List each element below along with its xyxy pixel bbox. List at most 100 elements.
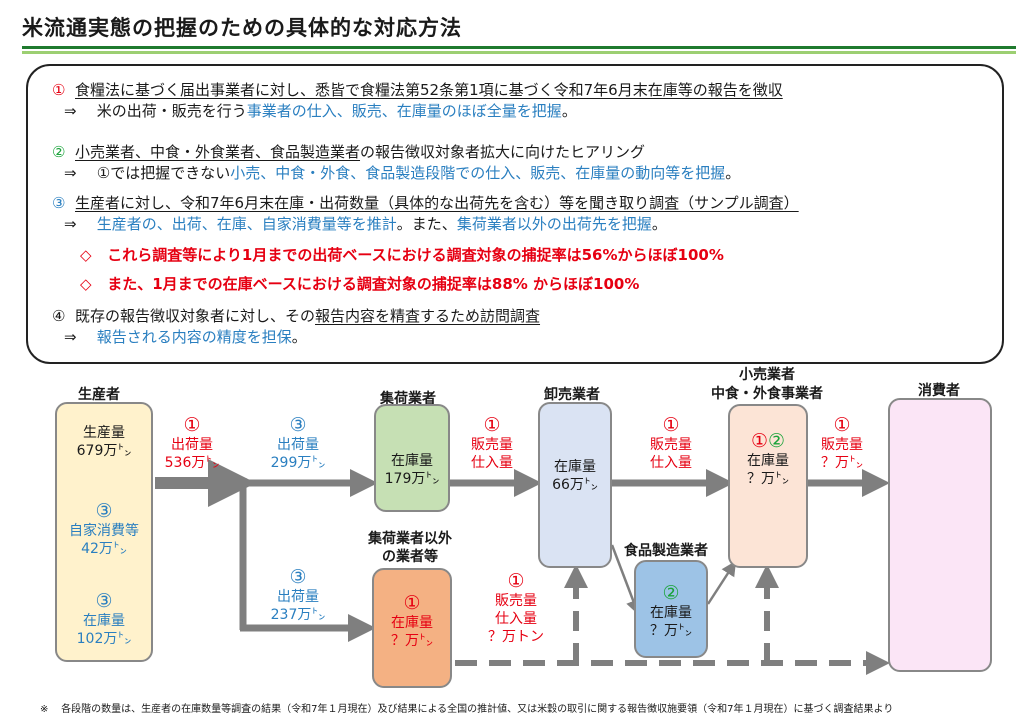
collector-box: 在庫量 179万㌧: [374, 404, 450, 512]
item-2-sub-end: 。: [725, 164, 741, 182]
other-stock-value: ？万㌧: [391, 633, 433, 649]
producer-label: 生産者: [78, 387, 120, 403]
flow-other-marker: ①: [507, 570, 525, 592]
flow-cw-label2: 仕入量: [471, 455, 513, 471]
flow-wholesale-retail: ① 販売量 仕入量: [636, 414, 706, 472]
producer-self-use: ③ 自家消費等 42万㌧: [57, 500, 151, 558]
title-rule-light: [22, 51, 1016, 54]
item-2-sub-blue: 小売、中食・外食、食品製造段階での仕入、販売、在庫量の動向等を把握: [230, 164, 726, 182]
flow-wr-label2: 仕入量: [650, 455, 692, 471]
other-stock-label: 在庫量: [391, 615, 433, 631]
retail-marker-1: ①: [750, 430, 768, 452]
flow-other: ① 販売量 仕入量 ？万トン: [476, 570, 556, 646]
diamond-icon: ◇: [80, 246, 92, 264]
collector-stock-value: 179万㌧: [384, 471, 440, 487]
flow-collector-wholesale: ① 販売量 仕入量: [458, 414, 526, 472]
food-mfr-stock-label: 在庫量: [650, 605, 692, 621]
item-3-text: 生産者に対し、令和7年6月末在庫・出荷数量（具体的な出荷先を含む）等を聞き取り調…: [75, 194, 799, 212]
other-label: 集荷業者以外 の業者等: [368, 530, 452, 566]
self-use-value: 42万㌧: [81, 541, 127, 557]
item-4-marker: ④: [52, 307, 66, 325]
measures-box: ① 食糧法に基づく届出事業者に対し、悉皆で食糧法第52条第1項に基づく令和7年6…: [26, 64, 1004, 364]
self-use-marker: ③: [95, 500, 113, 522]
retail-box: ①② 在庫量 ？万㌧: [728, 404, 808, 568]
ship-total-label: 出荷量: [171, 437, 213, 453]
wholesale-label: 卸売業者: [544, 387, 600, 403]
ship-other-value: 237万㌧: [270, 607, 326, 623]
flow-cw-label1: 販売量: [471, 437, 513, 453]
arrow-icon: ⇒: [64, 164, 77, 182]
arrow-icon: ⇒: [64, 102, 77, 120]
item-4-text-plain: 既存の報告徴収対象者に対し、その: [75, 307, 316, 325]
ship-total: ① 出荷量 536万㌧: [152, 414, 232, 472]
item-3-sub-mid: 。また、: [396, 215, 457, 233]
item-1-marker: ①: [52, 81, 66, 99]
ship-total-marker: ①: [183, 414, 201, 436]
item-2-text: 小売業者、中食・外食業者、食品製造業者: [75, 143, 361, 161]
wholesale-stock-label: 在庫量: [554, 459, 596, 475]
other-marker: ①: [403, 592, 421, 614]
retail-stock: ①② 在庫量 ？万㌧: [730, 430, 806, 488]
retail-marker-2: ②: [768, 430, 786, 452]
wholesale-stock-value: 66万㌧: [552, 477, 598, 493]
collector-stock: 在庫量 179万㌧: [376, 452, 448, 488]
highlight-1: ◇ これら調査等により1月までの出荷ベースにおける調査対象の捕捉率は56%からほ…: [80, 245, 724, 265]
item-4-sub: ⇒ 報告される内容の精度を担保。: [52, 327, 307, 347]
other-label-line1: 集荷業者以外: [368, 531, 452, 547]
item-4-text: 報告内容を精査するため訪問調査: [315, 307, 541, 325]
producer-stock-marker: ③: [95, 590, 113, 612]
item-3-sub-end: 。: [651, 215, 667, 233]
ship-other: ③ 出荷量 237万㌧: [258, 566, 338, 624]
item-2-sub-plain: ①では把握できない: [96, 164, 231, 182]
item-1-head: ① 食糧法に基づく届出事業者に対し、悉皆で食糧法第52条第1項に基づく令和7年6…: [52, 80, 783, 100]
footnote-mark: ※: [40, 704, 49, 715]
production-value: 679万㌧: [76, 443, 132, 459]
flow-cw-marker: ①: [483, 414, 501, 436]
item-1-text: 食糧法に基づく届出事業者に対し、悉皆で食糧法第52条第1項に基づく令和7年6月末…: [75, 81, 783, 99]
food-mfr-stock-value: ？万㌧: [650, 623, 692, 639]
item-2-marker: ②: [52, 143, 66, 161]
producer-box: 生産量 679万㌧ ③ 自家消費等 42万㌧ ③ 在庫量 102万㌧: [55, 402, 153, 662]
consumer-label: 消費者: [918, 383, 960, 399]
highlight-2-text: また、1月までの在庫ベースにおける調査対象の捕捉率は88% からほぼ100%: [107, 275, 640, 293]
producer-production: 生産量 679万㌧: [57, 424, 151, 460]
other-stock: ① 在庫量 ？万㌧: [374, 592, 450, 650]
food-mfr-box: ② 在庫量 ？万㌧: [634, 560, 708, 658]
producer-stock: ③ 在庫量 102万㌧: [57, 590, 151, 648]
other-box: ① 在庫量 ？万㌧: [372, 568, 452, 688]
flow-rc-value: ？万㌧: [821, 455, 863, 471]
footnote-text: 各段階の数量は、生産者の在庫数量等調査の結果（令和7年１月現在）及び結果による全…: [61, 704, 894, 715]
item-4-sub-end: 。: [291, 328, 307, 346]
diamond-icon: ◇: [80, 275, 92, 293]
ship-collector-value: 299万㌧: [270, 455, 326, 471]
ship-collector-label: 出荷量: [277, 437, 319, 453]
item-4-sub-blue: 報告される内容の精度を担保: [96, 328, 292, 346]
arrow-mfr-retail: [706, 560, 737, 605]
item-1-sub-end: 。: [561, 102, 577, 120]
producer-stock-value: 102万㌧: [76, 631, 132, 647]
wholesale-stock: 在庫量 66万㌧: [540, 458, 610, 494]
producer-stock-label: 在庫量: [83, 613, 125, 629]
retail-stock-value: ？万㌧: [747, 471, 789, 487]
item-3-sub-blue: 生産者の、出荷、在庫、自家消費量等を推計: [96, 215, 397, 233]
item-2-sub: ⇒ ①では把握できない小売、中食・外食、食品製造段階での仕入、販売、在庫量の動向…: [52, 163, 740, 183]
arrow-wholesale-mfr: [610, 544, 641, 616]
self-use-label: 自家消費等: [69, 523, 139, 539]
collector-stock-label: 在庫量: [391, 453, 433, 469]
ship-collector-marker: ③: [289, 414, 307, 436]
flow-other-value: ？万トン: [488, 629, 544, 645]
page-title: 米流通実態の把握のための具体的な対応方法: [22, 16, 462, 40]
flow-retail-consumer: ① 販売量 ？万㌧: [812, 414, 872, 472]
consumer-box: [888, 398, 992, 672]
food-mfr-label: 食品製造業者: [624, 543, 708, 559]
flow-rc-label: 販売量: [821, 437, 863, 453]
production-label: 生産量: [83, 425, 125, 441]
flow-wr-label1: 販売量: [650, 437, 692, 453]
highlight-1-text: これら調査等により1月までの出荷ベースにおける調査対象の捕捉率は56%からほぼ1…: [107, 246, 724, 264]
item-3-marker: ③: [52, 194, 66, 212]
item-3-head: ③ 生産者に対し、令和7年6月末在庫・出荷数量（具体的な出荷先を含む）等を聞き取…: [52, 193, 799, 213]
ship-other-marker: ③: [289, 566, 307, 588]
food-mfr-stock: ② 在庫量 ？万㌧: [636, 582, 706, 640]
item-1-sub-blue: 事業者の仕入、販売、在庫量のほぼ全量を把握: [246, 102, 562, 120]
